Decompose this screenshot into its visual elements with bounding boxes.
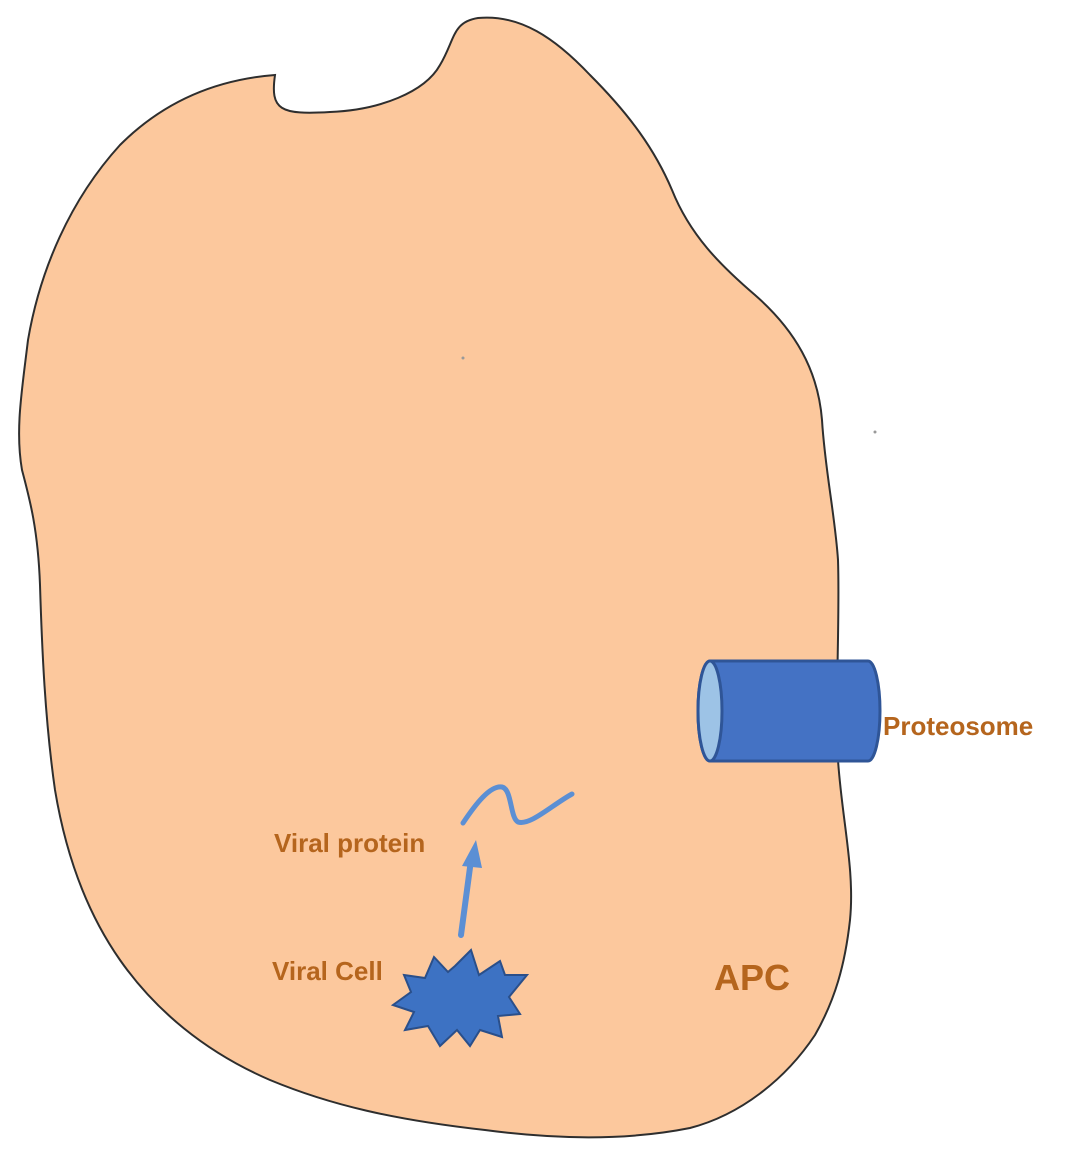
speck-dot [462, 357, 465, 360]
proteasome-label: Proteosome [883, 711, 1033, 741]
viral-cell-label: Viral Cell [272, 956, 383, 986]
apc-label: APC [714, 957, 790, 998]
speck-dot [874, 431, 877, 434]
proteasome-body [698, 661, 880, 761]
viral-protein-label: Viral protein [274, 828, 425, 858]
proteasome-opening [698, 661, 722, 761]
proteasome-cylinder-icon [698, 661, 880, 761]
